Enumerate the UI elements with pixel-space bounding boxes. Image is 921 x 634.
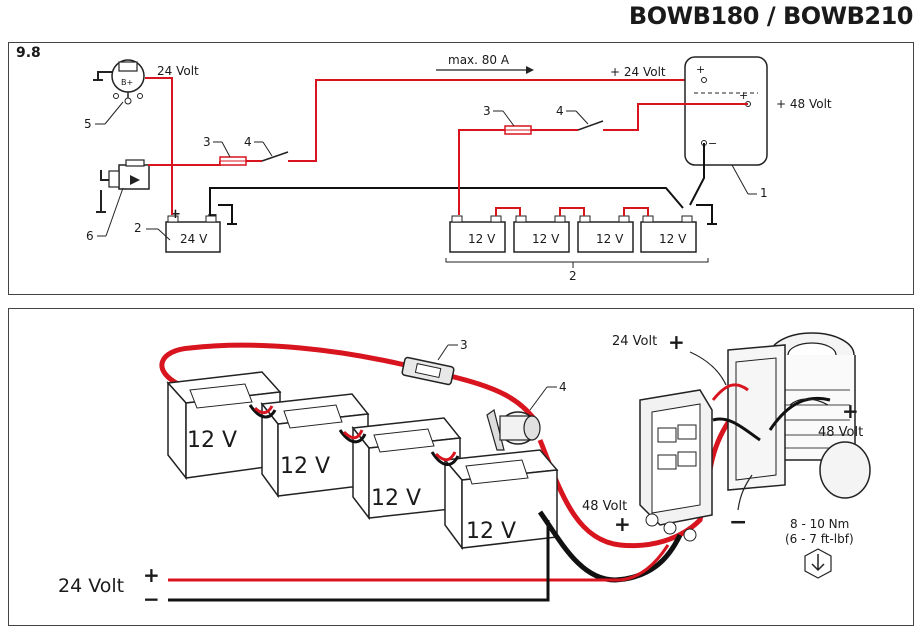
battery-12v-symbol: 12 V: [577, 215, 634, 253]
schematic: B+ 24 Volt 5 6 + − 24 V 2: [84, 53, 832, 283]
max-current-label: max. 80 A: [448, 53, 510, 67]
supply-minus-sign: −: [143, 587, 160, 611]
callout-4-left: 4: [244, 135, 252, 149]
main-switch-illustration: [486, 408, 541, 451]
illustration-frame: [8, 308, 914, 626]
battery-12v-symbol: 12 V: [449, 215, 506, 253]
fuse-illustration: [401, 356, 455, 386]
switch-symbol-right: [577, 120, 604, 131]
battery-illustration: 12 V: [260, 393, 370, 499]
torque-nm-label: 8 - 10 Nm: [790, 517, 849, 531]
label-negative-sign: −: [729, 510, 747, 535]
battery-plus-sign: +: [170, 207, 181, 222]
controller-illustration: [639, 389, 713, 542]
schematic-frame: [8, 42, 914, 295]
supply-plus-sign: +: [143, 563, 160, 587]
label-48v-right-plus: +: [842, 399, 859, 423]
alternator-voltage-label: 24 Volt: [157, 64, 199, 78]
battery-12v-label: 12 V: [532, 232, 560, 246]
callout-5: 5: [84, 117, 92, 131]
battery-12v-symbol: 12 V: [640, 215, 697, 253]
switch-symbol-left: [261, 151, 289, 162]
label-48v-bottom: 48 Volt: [582, 499, 627, 514]
battery-12v-symbol: 12 V: [513, 215, 570, 253]
alternator-symbol: B+: [93, 59, 145, 105]
label-24v-top-plus: +: [668, 330, 685, 354]
section-number: 9.8: [16, 45, 41, 61]
battery-illustration-label: 12 V: [371, 486, 421, 511]
callout-2-right: 2: [569, 269, 577, 283]
torque-wrench-icon: [804, 548, 832, 579]
callout-2-left: 2: [134, 221, 142, 235]
plus-24v-label: + 24 Volt: [610, 65, 666, 79]
battery-24v-label: 24 V: [180, 232, 208, 246]
torque-ftlbf-label: (6 - 7 ft-lbf): [785, 532, 854, 546]
label-24v-top: 24 Volt: [612, 334, 657, 349]
battery-12v-label: 12 V: [659, 232, 687, 246]
control-box-symbol: + + −: [684, 56, 768, 166]
battery-illustration-label: 12 V: [280, 454, 330, 479]
starter-motor-symbol: [96, 159, 150, 213]
callout-3-left: 3: [203, 135, 211, 149]
callout-3-right: 3: [483, 104, 491, 118]
battery-12v-label: 12 V: [596, 232, 624, 246]
thruster-motor-illustration: [727, 332, 871, 499]
battery-illustration-label: 12 V: [466, 519, 516, 544]
label-48v-right: 48 Volt: [818, 425, 863, 440]
battery-illustration: 12 V: [443, 449, 559, 551]
callout-1: 1: [760, 186, 768, 200]
box-plus-24: +: [696, 63, 705, 76]
alternator-terminal-label: B+: [121, 78, 133, 87]
battery-bank-symbol: 12 V 12 V 12 V 12 V: [449, 207, 697, 253]
callout-4-illustration: 4: [559, 380, 567, 394]
callout-6: 6: [86, 229, 94, 243]
battery-24v-symbol: + − 24 V: [165, 207, 221, 253]
page-title: BOWB180 / BOWB210: [628, 2, 914, 30]
battery-minus-sign: −: [207, 208, 218, 223]
illustration: 3 4 12 V 12: [58, 330, 871, 611]
box-minus: −: [708, 137, 717, 150]
supply-24v-label: 24 Volt: [58, 575, 124, 597]
box-plus-48: +: [739, 89, 748, 102]
battery-illustration-label: 12 V: [187, 428, 237, 453]
plus-48v-label: + 48 Volt: [776, 97, 832, 111]
label-48v-bottom-plus: +: [614, 512, 631, 536]
callout-4-right: 4: [556, 104, 564, 118]
battery-illustration: 12 V: [351, 417, 462, 521]
callout-3-illustration: 3: [460, 338, 468, 352]
battery-12v-label: 12 V: [468, 232, 496, 246]
battery-bank-illustration: 12 V 12 V 12 V 12 V: [166, 371, 559, 551]
